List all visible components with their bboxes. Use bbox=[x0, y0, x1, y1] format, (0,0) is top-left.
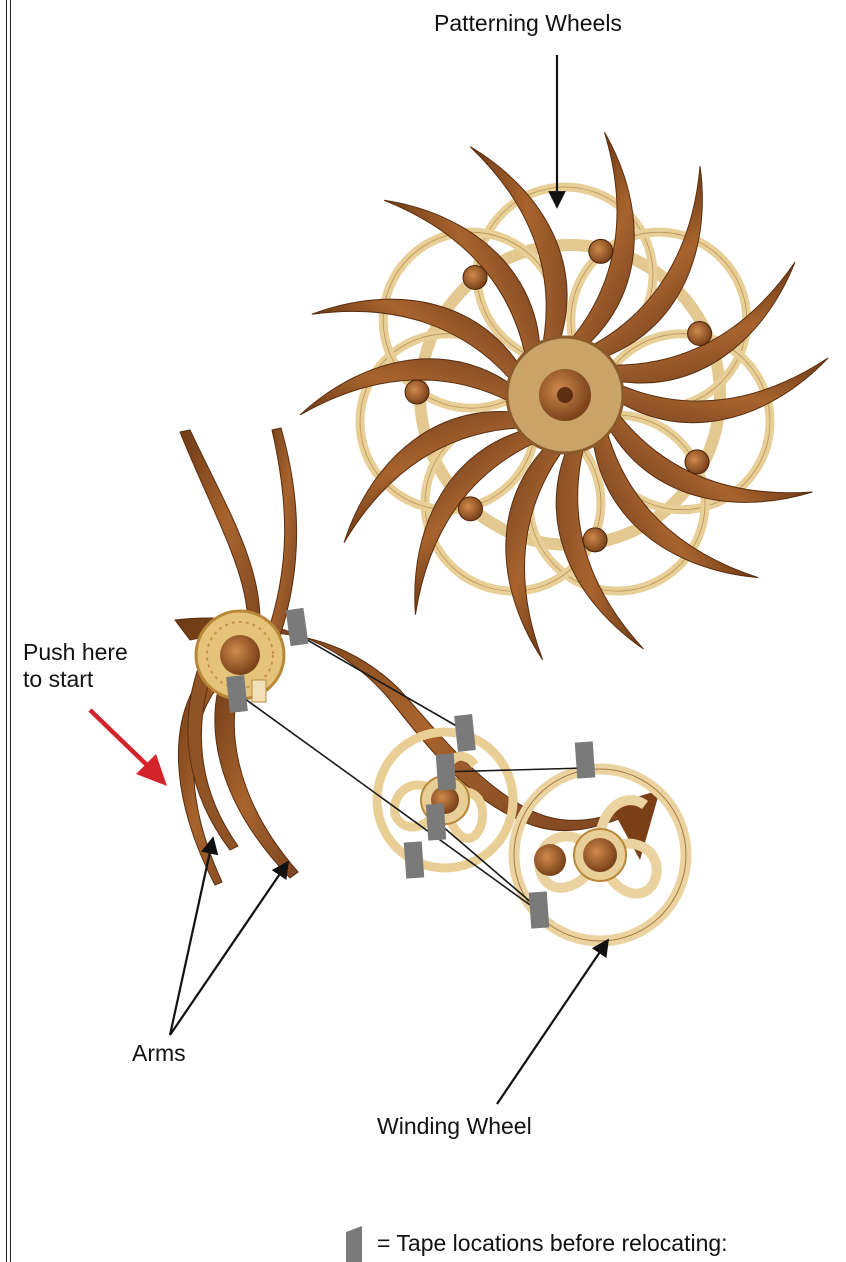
tape-marker bbox=[286, 608, 309, 646]
arms-label: Arms bbox=[132, 1040, 186, 1067]
tape-legend-label: = Tape locations before relocating: bbox=[377, 1230, 728, 1257]
red-arrow-icon bbox=[90, 710, 167, 786]
patterning-wheels-assembly bbox=[300, 131, 832, 662]
patterning-wheels-label: Patterning Wheels bbox=[434, 10, 622, 37]
tape-marker bbox=[226, 675, 248, 713]
patterning-knob bbox=[583, 528, 607, 552]
winding-wheel-label: Winding Wheel bbox=[377, 1113, 532, 1140]
patterning-knob bbox=[688, 321, 712, 345]
patterning-knob bbox=[458, 497, 482, 521]
tape-marker bbox=[436, 753, 456, 790]
winding-wheel-arrow bbox=[497, 940, 608, 1104]
tape-marker bbox=[426, 803, 446, 840]
tape-marker-icon bbox=[346, 1226, 362, 1262]
tape-marker bbox=[529, 891, 549, 928]
patterning-knob bbox=[589, 239, 613, 263]
tape-marker bbox=[575, 741, 595, 778]
tape-marker bbox=[404, 841, 424, 878]
arms-arrow-left bbox=[170, 838, 213, 1035]
arms-assembly bbox=[175, 428, 660, 885]
patterning-knob bbox=[685, 450, 709, 474]
string-top bbox=[290, 630, 460, 728]
push-here-label: Push here to start bbox=[23, 639, 128, 693]
patterning-knob bbox=[463, 265, 487, 289]
patterning-center-hub bbox=[507, 337, 623, 453]
tape-marker bbox=[454, 714, 476, 752]
arms-arrow-right bbox=[170, 862, 288, 1035]
annotation-arrows bbox=[170, 55, 608, 1104]
patterning-knob bbox=[405, 380, 429, 404]
